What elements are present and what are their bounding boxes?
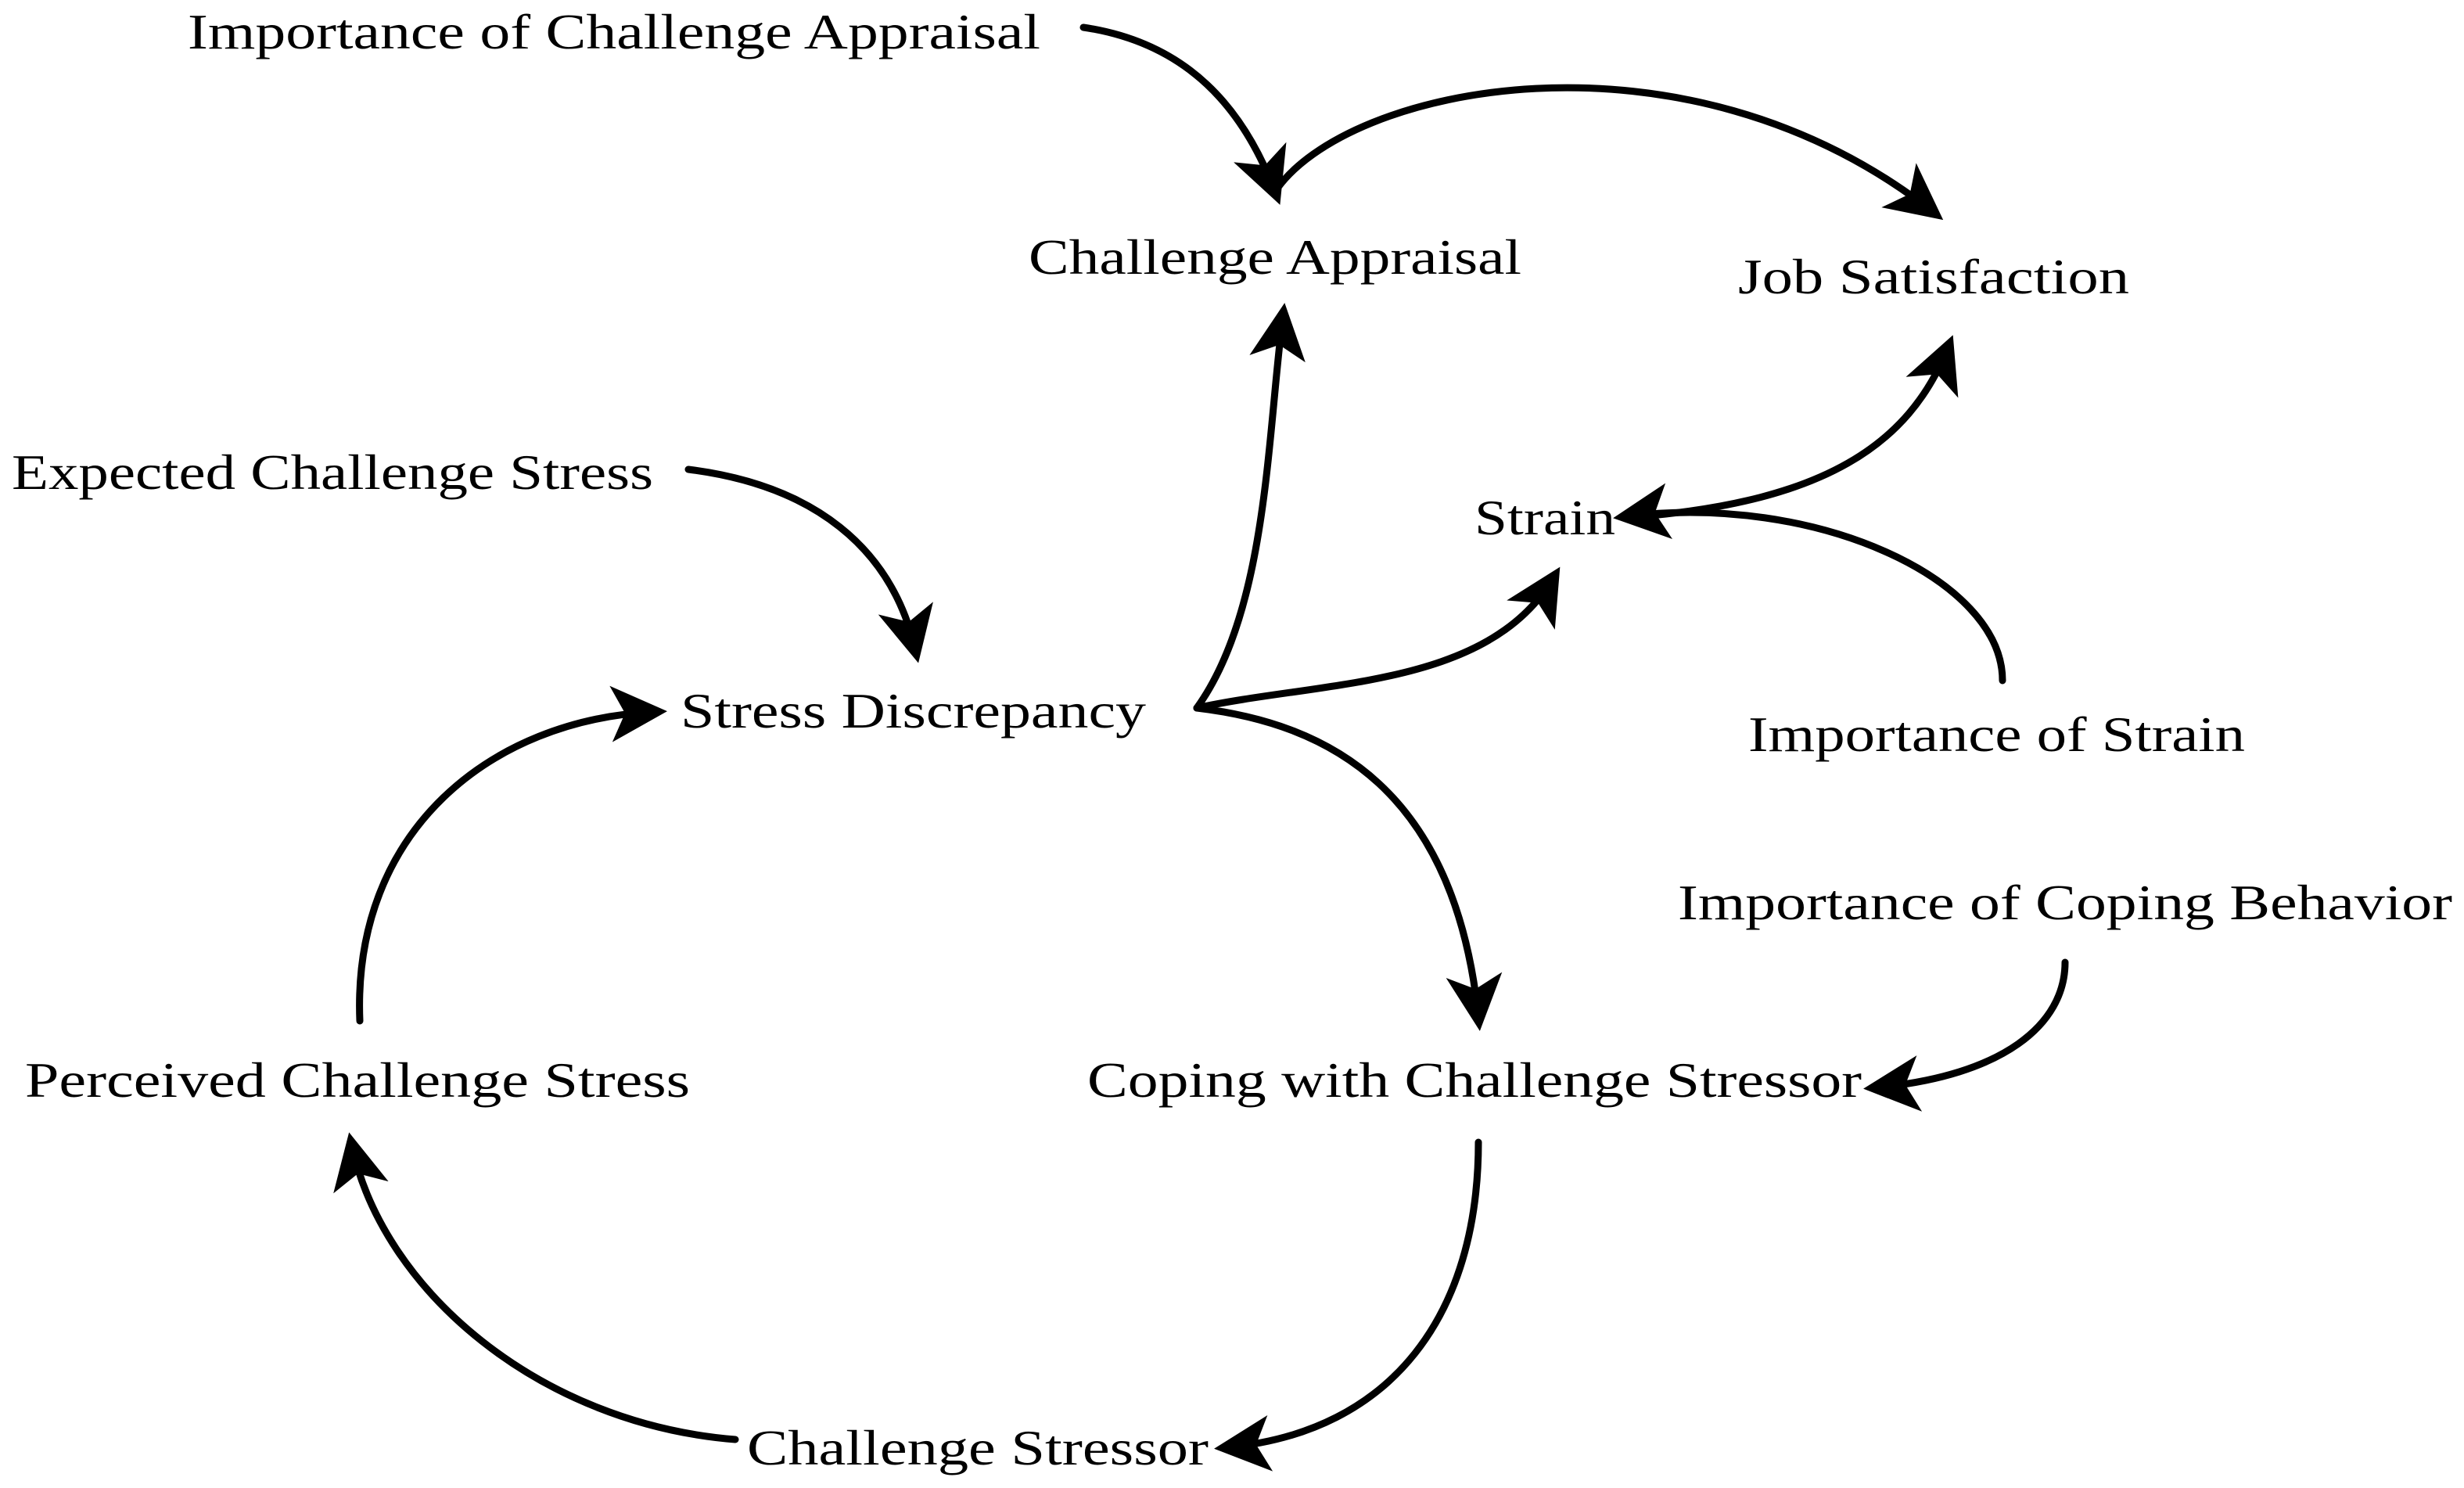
node-importance-of-coping-behavior: Importance of Coping Behavior [1678, 875, 2452, 930]
edge-importance-strain-to-strain [1613, 483, 2006, 685]
node-expected-challenge-stress: Expected Challenge Stress [12, 444, 653, 500]
node-job-satisfaction: Job Satisfaction [1738, 249, 2129, 304]
edge-stress-discrepancy-to-strain [1193, 566, 1561, 712]
node-challenge-appraisal: Challenge Appraisal [1029, 229, 1521, 285]
edge-challenge-appraisal-to-job-satisfaction [1271, 84, 1944, 221]
node-perceived-challenge-stress: Perceived Challenge Stress [25, 1052, 690, 1108]
node-importance-of-strain: Importance of Strain [1748, 706, 2245, 762]
edge-importance-appraisal-to-challenge-appraisal [1079, 23, 1287, 205]
edge-perceived-to-stress-discrepancy [356, 685, 667, 1025]
edge-importance-coping-to-coping [1863, 958, 2069, 1112]
node-importance-of-challenge-appraisal: Importance of Challenge Appraisal [188, 4, 1040, 59]
edge-expected-stress-to-stress-discrepancy [684, 465, 933, 663]
edge-coping-to-challenge-stressor [1214, 1138, 1482, 1472]
edge-stress-discrepancy-to-challenge-appraisal [1193, 303, 1306, 712]
edge-strain-to-job-satisfaction [1639, 335, 1959, 520]
edge-stress-discrepancy-to-coping [1193, 704, 1503, 1031]
node-strain: Strain [1474, 490, 1615, 545]
node-coping-with-challenge-stressor: Coping with Challenge Stressor [1087, 1052, 1862, 1108]
node-challenge-stressor: Challenge Stressor [747, 1420, 1209, 1475]
nodes: Importance of Challenge Appraisal Challe… [12, 4, 2452, 1475]
node-stress-discrepancy: Stress Discrepancy [681, 683, 1146, 739]
edge-challenge-stressor-to-perceived [333, 1132, 739, 1443]
edges [333, 23, 2069, 1472]
